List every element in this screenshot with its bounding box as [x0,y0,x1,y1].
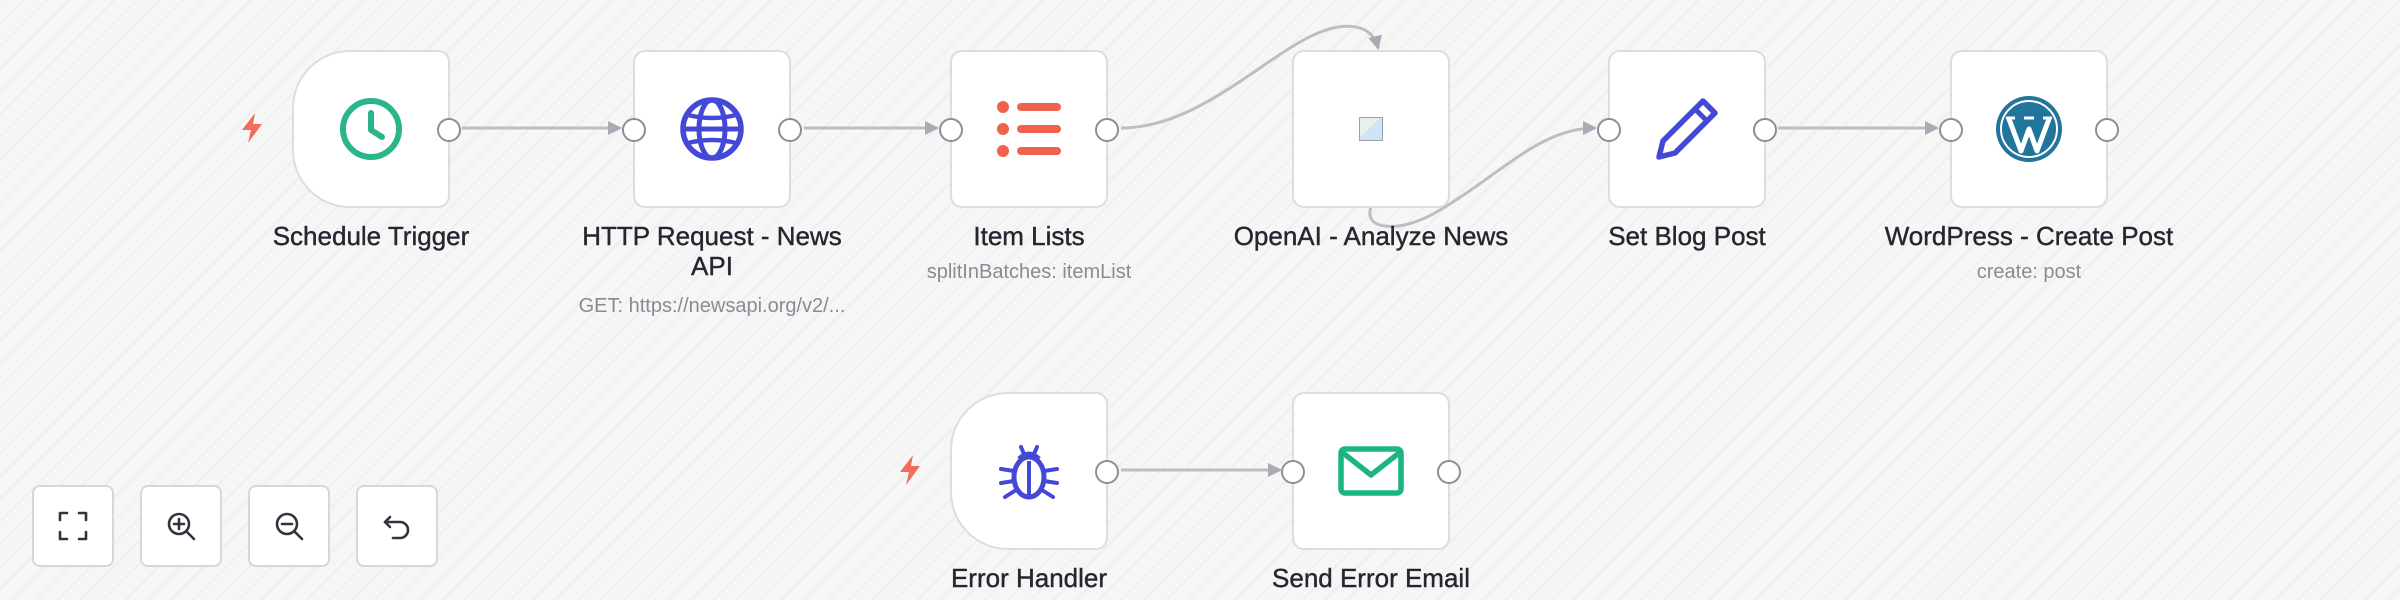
output-handle[interactable] [1095,460,1119,484]
fit-view-button[interactable] [32,485,114,567]
trigger-bolt-icon [900,455,920,485]
input-handle[interactable] [1597,118,1621,142]
node-subtitle: GET: https://newsapi.org/v2/... [578,295,846,317]
zoom-out-button[interactable] [248,485,330,567]
input-handle[interactable] [939,118,963,142]
node-item-lists[interactable] [939,50,1119,208]
node-label: OpenAI - Analyze News [1233,221,1509,251]
node-label: Set Blog Post [1608,221,1766,251]
reset-zoom-button[interactable] [356,485,438,567]
input-handle[interactable] [1939,118,1963,142]
globe-icon [676,93,748,165]
node-send-error-email[interactable] [1281,392,1461,550]
list-icon [993,93,1065,165]
broken-image-icon [1359,117,1383,141]
node-label: WordPress - Create Post [1884,221,2174,251]
node-error-handler[interactable] [950,392,1119,550]
output-handle[interactable] [437,118,461,142]
node-wordpress-create-post[interactable] [1939,50,2119,208]
bug-icon [993,435,1065,507]
node-label: Error Handler [950,563,1108,593]
output-handle[interactable] [1437,460,1461,484]
fit-view-icon [58,511,88,541]
zoom-in-button[interactable] [140,485,222,567]
pencil-icon [1651,93,1723,165]
node-label: HTTP Request - News API [582,221,842,281]
undo-icon [383,515,410,540]
wordpress-icon [1993,93,2065,165]
trigger-bolt-icon [242,113,262,143]
zoom-out-icon [275,512,304,541]
output-handle[interactable] [1095,118,1119,142]
zoom-in-icon [167,512,196,541]
node-http-request[interactable] [622,50,802,208]
node-set-blog-post[interactable] [1597,50,1777,208]
input-handle[interactable] [1281,460,1305,484]
node-label: Schedule Trigger [272,221,470,251]
node-subtitle: splitInBatches: itemList [926,261,1132,283]
node-openai-analyze-news[interactable] [1292,50,1450,208]
output-handle[interactable] [1753,118,1777,142]
output-handle[interactable] [2095,118,2119,142]
node-schedule-trigger[interactable] [292,50,461,208]
node-label: Send Error Email [1272,563,1470,593]
input-handle[interactable] [622,118,646,142]
node-label: Item Lists [973,221,1085,251]
output-handle[interactable] [778,118,802,142]
mail-icon [1335,435,1407,507]
clock-icon [335,93,407,165]
node-subtitle: create: post [1976,261,2082,283]
